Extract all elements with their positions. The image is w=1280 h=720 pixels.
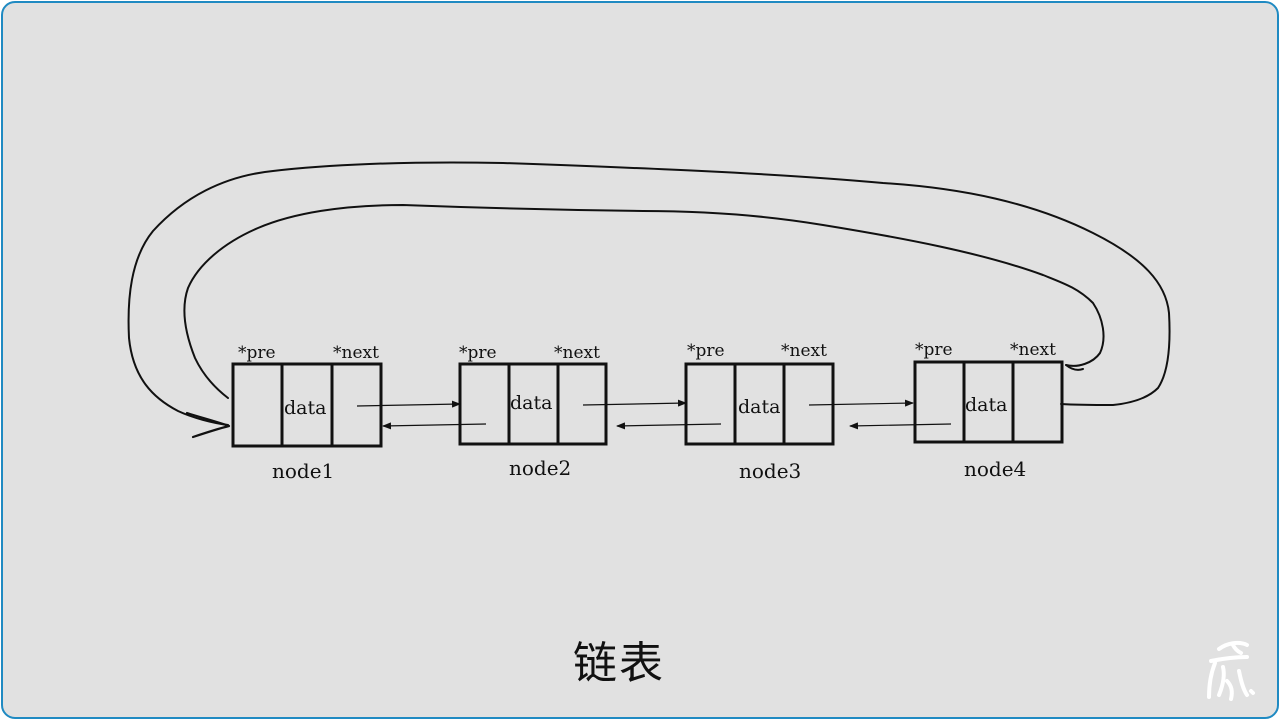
node-3-name: node3: [739, 459, 801, 483]
circular-link-outer: [127, 161, 1171, 426]
next-arrow-3-4: [808, 399, 914, 407]
next-arrow-1-2: [356, 400, 461, 408]
node-2: *pre *next data node2: [458, 343, 608, 480]
node-3-data-label: data: [738, 396, 780, 418]
circular-link-arrowhead: [185, 411, 231, 439]
node-1-next-label: *next: [333, 343, 379, 363]
node-4-pre-label: *pre: [915, 340, 953, 360]
pre-arrow-3-2: [616, 422, 722, 430]
node-1-data-label: data: [284, 397, 326, 419]
next-arrow-2-3: [582, 399, 687, 407]
node-1-name: node1: [272, 459, 334, 483]
node-2-name: node2: [509, 456, 571, 480]
node-2-data-label: data: [510, 392, 552, 414]
node-3: *pre *next data node3: [684, 341, 835, 483]
node-4: *pre *next data node4: [913, 340, 1064, 481]
node-3-pre-label: *pre: [687, 341, 725, 361]
node-4-name: node4: [964, 457, 1026, 481]
inner-curve-hook: [1065, 364, 1084, 371]
brand-logo-icon: [1207, 640, 1255, 701]
node-2-pre-label: *pre: [459, 343, 497, 363]
node-4-data-label: data: [965, 394, 1007, 416]
linked-list-diagram: *pre *next data node1 *pre *next data no…: [127, 161, 1171, 483]
node-4-next-label: *next: [1010, 340, 1056, 360]
node-1: *pre *next data node1: [231, 343, 383, 483]
caption-title: 链表: [573, 638, 665, 689]
pre-arrow-4-3: [849, 422, 952, 430]
node-3-next-label: *next: [781, 341, 827, 361]
pre-arrow-2-1: [382, 422, 487, 430]
node-4-box: [913, 360, 1064, 444]
node-2-next-label: *next: [554, 343, 600, 363]
circular-link-inner: [183, 203, 1105, 399]
node-1-pre-label: *pre: [238, 343, 276, 363]
